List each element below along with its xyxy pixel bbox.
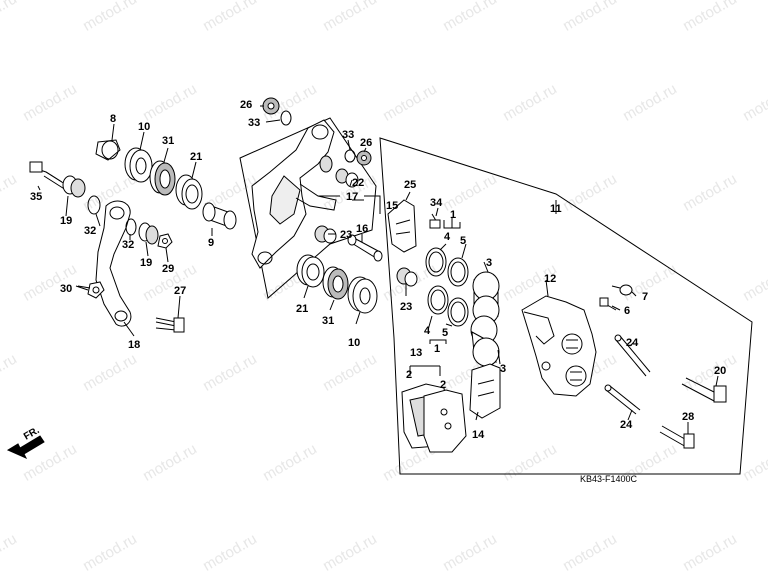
callout-33-top: 33 [248, 117, 260, 129]
caliper-assembly-outline [379, 137, 753, 475]
piston-3-upper [472, 271, 500, 325]
callout-13: 13 [410, 347, 422, 359]
collar-21-upper [175, 174, 203, 210]
seal-10-lower [347, 276, 378, 314]
piston-3-lower [470, 315, 500, 367]
callout-35: 35 [30, 191, 42, 203]
dust-seal-4-lower [427, 285, 449, 315]
bolt-28 [659, 425, 695, 449]
callout-32-left: 32 [84, 225, 96, 237]
callout-4-lower: 4 [424, 325, 431, 337]
callout-23-lower: 23 [400, 301, 412, 313]
callout-24-lower: 24 [620, 419, 633, 431]
callout-19-right: 19 [140, 257, 152, 269]
callout-33-right: 33 [342, 129, 354, 141]
callout-22: 22 [352, 177, 364, 189]
washer-32-right [125, 218, 137, 236]
callout-5-upper: 5 [460, 235, 466, 247]
callout-10-upper: 10 [138, 121, 150, 133]
sleeve-9 [202, 202, 237, 230]
callout-24-upper: 24 [626, 337, 639, 349]
callout-23-upper: 23 [340, 229, 352, 241]
brake-pad-2-front [423, 389, 467, 453]
plug-bolt-20 [681, 377, 727, 403]
callout-19-left: 19 [60, 215, 72, 227]
front-arrow-icon [6, 435, 45, 460]
callout-31-upper: 31 [162, 135, 174, 147]
pin-24-lower [604, 384, 641, 415]
bolt-35 [29, 161, 69, 191]
callout-31-lower: 31 [322, 315, 334, 327]
bleeder-34 [429, 213, 441, 229]
pad-spring-25 [387, 199, 417, 253]
diagram-code: KB43-F1400C [580, 474, 638, 484]
callout-29: 29 [162, 263, 174, 275]
washer-33-top [280, 110, 292, 126]
caliper-bracket-15 [251, 119, 337, 269]
boot-upper-bracket [319, 155, 333, 173]
callout-30: 30 [60, 283, 72, 295]
callout-16: 16 [356, 223, 368, 235]
callout-3-lower: 3 [500, 363, 506, 375]
washer-33-right [344, 149, 356, 163]
callout-28: 28 [682, 411, 694, 423]
callout-34: 34 [430, 197, 443, 209]
callout-14: 14 [472, 429, 485, 441]
callout-6: 6 [624, 305, 630, 317]
callout-2-left: 2 [406, 369, 412, 381]
bolt-27 [155, 317, 185, 333]
callout-26-top: 26 [240, 99, 252, 111]
pin-24-upper [614, 334, 651, 377]
callout-2-right: 2 [440, 379, 446, 391]
boot-23-lower [396, 267, 418, 287]
caliper-body-12 [521, 295, 597, 397]
callout-1-lower: 1 [434, 343, 440, 355]
callout-8: 8 [110, 113, 116, 125]
callout-32-right: 32 [122, 239, 134, 251]
callout-20: 20 [714, 365, 726, 377]
callout-5-lower: 5 [442, 327, 448, 339]
nut-30 [87, 281, 105, 299]
leader-lines [37, 105, 719, 434]
seal-10-upper [124, 147, 153, 183]
callout-21-lower: 21 [296, 303, 308, 315]
callout-26-right: 26 [360, 137, 372, 149]
callout-7: 7 [642, 291, 648, 303]
bearing-31-lower [322, 266, 349, 300]
bearing-31-upper [149, 160, 176, 196]
piston-seal-5-lower [447, 297, 469, 327]
cap-7 [611, 284, 633, 296]
callout-21-upper: 21 [190, 151, 202, 163]
boot-23-upper [314, 225, 337, 244]
callout-1-upper: 1 [450, 209, 456, 221]
callout-3-upper: 3 [486, 257, 492, 269]
bushing-19-left [62, 175, 86, 198]
callout-12: 12 [544, 273, 556, 285]
pad-shim-14 [469, 363, 501, 419]
nut-29 [157, 233, 173, 249]
callout-4-upper: 4 [444, 231, 451, 243]
callout-15: 15 [386, 200, 398, 212]
callout-18: 18 [128, 339, 140, 351]
callout-27: 27 [174, 285, 186, 297]
cap-8 [95, 139, 121, 161]
bracket-assembly-outline [239, 117, 377, 299]
dust-seal-4-upper [425, 247, 447, 277]
piston-seal-5-upper [447, 257, 469, 287]
washer-32-left [87, 195, 101, 215]
callout-17: 17 [346, 191, 358, 203]
bushing-19-right [138, 222, 159, 245]
callout-25: 25 [404, 179, 416, 191]
brake-link-arm [95, 200, 132, 327]
bleeder-6 [599, 297, 617, 311]
collar-21-lower [296, 254, 325, 288]
nut-26-top [262, 97, 280, 115]
callout-11: 11 [550, 203, 562, 215]
callout-10-lower: 10 [348, 337, 360, 349]
nut-26-right [356, 150, 372, 166]
callout-9: 9 [208, 237, 214, 249]
pin-16 [347, 234, 383, 262]
